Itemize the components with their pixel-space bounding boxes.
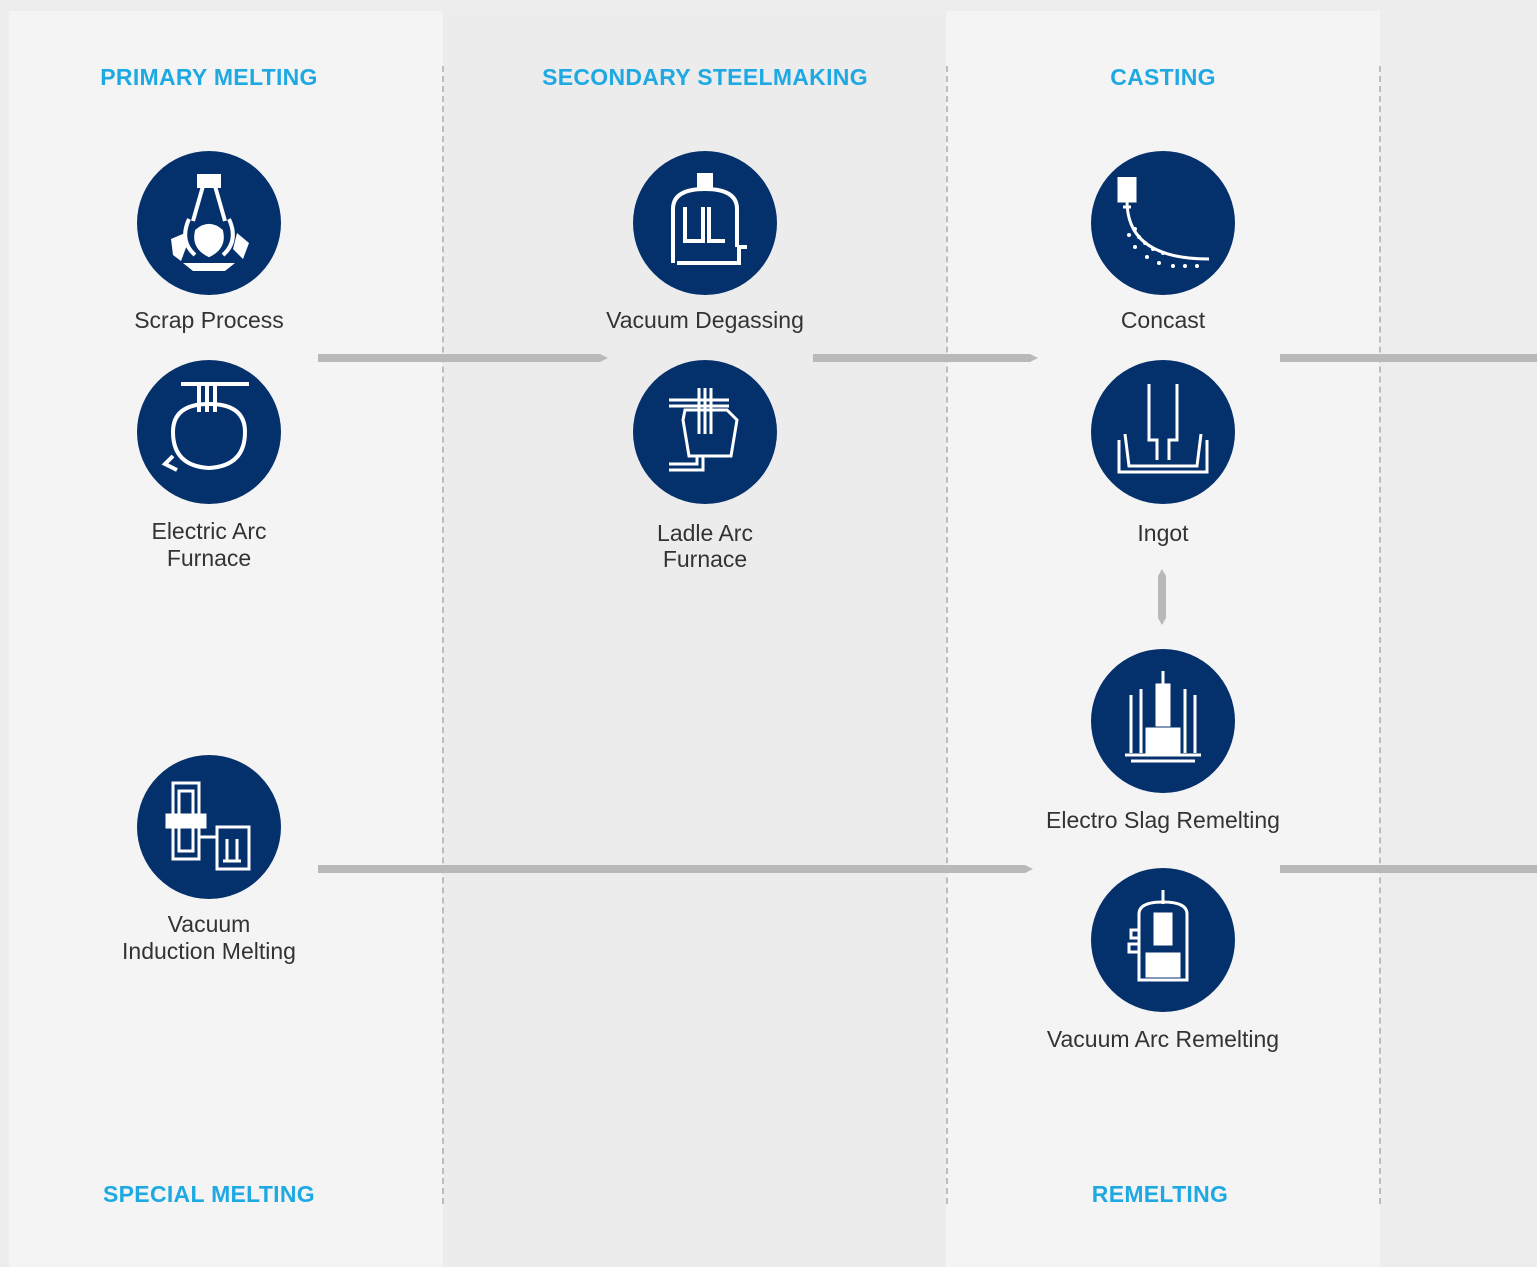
arrow-remelting-out (1280, 865, 1537, 873)
scrap-grab-icon (137, 151, 281, 295)
label-ladle-arc-furnace: Ladle Arc Furnace (657, 520, 753, 572)
label-ingot: Ingot (1137, 520, 1189, 546)
label-concast: Concast (1120, 307, 1206, 333)
node-electro-slag-remelting: Electro Slag Remelting (1013, 649, 1313, 834)
node-vacuum-induction-melting: Vacuum Induction Melting (59, 755, 359, 965)
node-scrap-process: Scrap Process (59, 151, 359, 334)
arrow-secondary-to-casting (813, 354, 1038, 362)
label-electro-slag-remelting: Electro Slag Remelting (1046, 807, 1280, 833)
degassing-vessel-icon (633, 151, 777, 295)
heading-casting: CASTING (1110, 64, 1216, 90)
heading-secondary-steelmaking: SECONDARY STEELMAKING (542, 64, 868, 90)
node-concast: Concast (1013, 151, 1313, 334)
node-vacuum-degassing: Vacuum Degassing (555, 151, 855, 334)
label-vacuum-arc-remelting: Vacuum Arc Remelting (1046, 1026, 1280, 1052)
esr-furnace-icon (1091, 649, 1235, 793)
node-vacuum-arc-remelting: Vacuum Arc Remelting (1013, 868, 1313, 1053)
heading-special-melting: SPECIAL MELTING (103, 1181, 315, 1207)
divider-1 (442, 66, 444, 1204)
arrow-primary-to-secondary (318, 354, 608, 362)
label-electric-arc-furnace: Electric Arc Furnace (151, 518, 267, 571)
node-electric-arc-furnace: Electric Arc Furnace (59, 360, 359, 572)
arrow-casting-out (1280, 354, 1537, 362)
label-vacuum-degassing: Vacuum Degassing (606, 307, 804, 333)
node-ladle-arc-furnace: Ladle Arc Furnace (555, 360, 855, 572)
var-furnace-icon (1091, 868, 1235, 1012)
continuous-caster-icon (1091, 151, 1235, 295)
arrow-ingot-esr (1158, 569, 1166, 625)
label-scrap-process: Scrap Process (134, 307, 284, 333)
label-vacuum-induction-melting: Vacuum Induction Melting (122, 911, 296, 964)
induction-furnace-icon (137, 755, 281, 899)
node-ingot: Ingot (1013, 360, 1313, 547)
divider-3 (1379, 66, 1381, 1204)
divider-2 (946, 66, 948, 1204)
arc-furnace-icon (137, 360, 281, 504)
heading-remelting: REMELTING (1091, 1181, 1229, 1207)
ingot-mould-icon (1091, 360, 1235, 504)
arrow-special-to-remelting (318, 865, 1033, 873)
heading-primary-melting: PRIMARY MELTING (100, 64, 318, 90)
ladle-furnace-icon (633, 360, 777, 504)
